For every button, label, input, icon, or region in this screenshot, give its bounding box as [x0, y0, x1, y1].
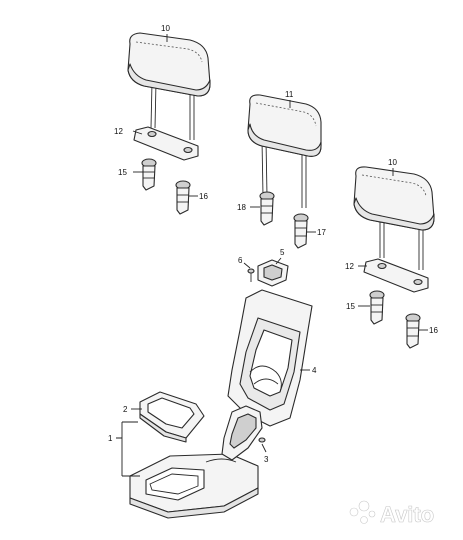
callout-15-left: 15 — [118, 168, 127, 177]
callouts: 10 12 15 16 11 18 17 10 12 15 16 5 6 4 2… — [108, 24, 438, 464]
sleeve-16-left — [175, 180, 191, 215]
guide-plate-right — [363, 258, 429, 293]
callout-10-right: 10 — [388, 158, 397, 167]
headrest-left — [127, 32, 211, 140]
hinge-3 — [221, 405, 266, 461]
sleeve-18 — [259, 191, 275, 226]
sleeve-15-right — [369, 290, 385, 325]
screw-6 — [247, 268, 255, 282]
callout-6: 6 — [238, 256, 243, 265]
callout-4: 4 — [312, 366, 317, 375]
seat-back-frame-4 — [227, 289, 313, 427]
headrest-right — [353, 166, 435, 270]
callout-2: 2 — [123, 405, 128, 414]
callout-10-left: 10 — [161, 24, 170, 33]
callout-1: 1 — [108, 434, 113, 443]
headrest-center — [247, 94, 322, 208]
callout-18: 18 — [237, 203, 246, 212]
callout-17: 17 — [317, 228, 326, 237]
bracket-5 — [257, 259, 289, 287]
sleeve-16-right — [405, 313, 421, 349]
callout-16-right: 16 — [429, 326, 438, 335]
sleeve-17 — [293, 213, 309, 249]
guide-plate-left — [133, 126, 199, 161]
callout-12-left: 12 — [114, 127, 123, 136]
sleeve-15-left — [141, 158, 157, 191]
armrest-base-1 — [129, 453, 259, 519]
avito-watermark: Avito — [349, 500, 434, 527]
callout-3: 3 — [264, 455, 269, 464]
callout-12-right: 12 — [345, 262, 354, 271]
callout-5: 5 — [280, 248, 285, 257]
watermark-text: Avito — [380, 502, 434, 527]
leader-lines — [116, 34, 428, 477]
cup-tray-2 — [139, 391, 205, 443]
callout-15-right: 15 — [346, 302, 355, 311]
callout-11: 11 — [285, 90, 294, 99]
callout-16-left: 16 — [199, 192, 208, 201]
avito-logo-icon — [349, 500, 376, 524]
